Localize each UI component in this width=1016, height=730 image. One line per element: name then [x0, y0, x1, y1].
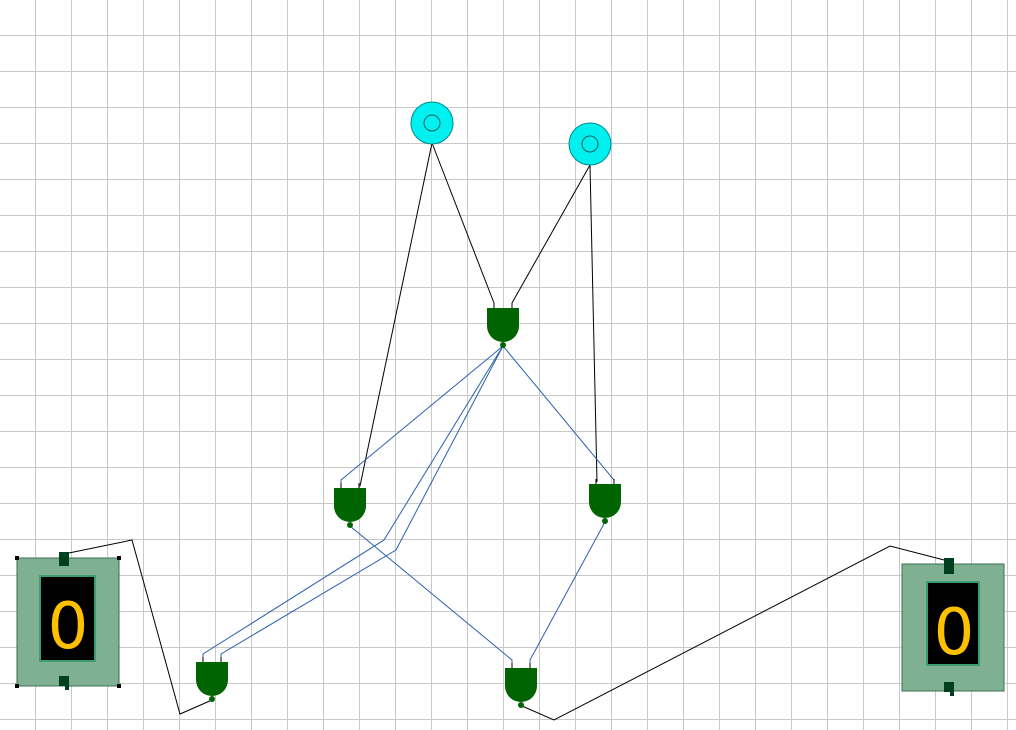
wire-left-to-bottom-right[interactable] — [349, 525, 513, 666]
selection-handles[interactable] — [15, 556, 121, 688]
wires-blue — [202, 345, 615, 666]
nand-gate-left[interactable] — [334, 483, 366, 528]
wire-b-to-right-gate[interactable] — [589, 164, 598, 483]
wire-top-to-left-gate[interactable] — [340, 345, 504, 486]
wire-bottom-left-to-display-left[interactable] — [63, 539, 213, 715]
nand-gate-top[interactable] — [487, 303, 519, 348]
nand-gate-bottom-right[interactable] — [505, 663, 537, 708]
wire-right-to-bottom-right[interactable] — [529, 521, 606, 666]
wire-a-to-top-gate[interactable] — [431, 142, 495, 304]
input-switch-b[interactable] — [568, 122, 612, 166]
display-right-digit: 0 — [934, 596, 975, 670]
display-left-digit: 0 — [48, 590, 89, 664]
wires-black — [63, 142, 949, 721]
wire-bottom-right-to-display-right[interactable] — [521, 545, 949, 721]
wire-top-to-right-gate[interactable] — [502, 345, 615, 482]
nand-gate-right[interactable] — [589, 479, 621, 524]
wire-a-to-left-gate[interactable] — [359, 142, 433, 487]
nand-gate-bottom-left[interactable] — [196, 657, 228, 702]
input-switch-a[interactable] — [410, 101, 454, 145]
seven-segment-display-right[interactable]: 0 — [901, 558, 1005, 696]
seven-segment-display-left[interactable]: 0 — [15, 552, 121, 690]
wire-b-to-top-gate[interactable] — [511, 164, 591, 304]
